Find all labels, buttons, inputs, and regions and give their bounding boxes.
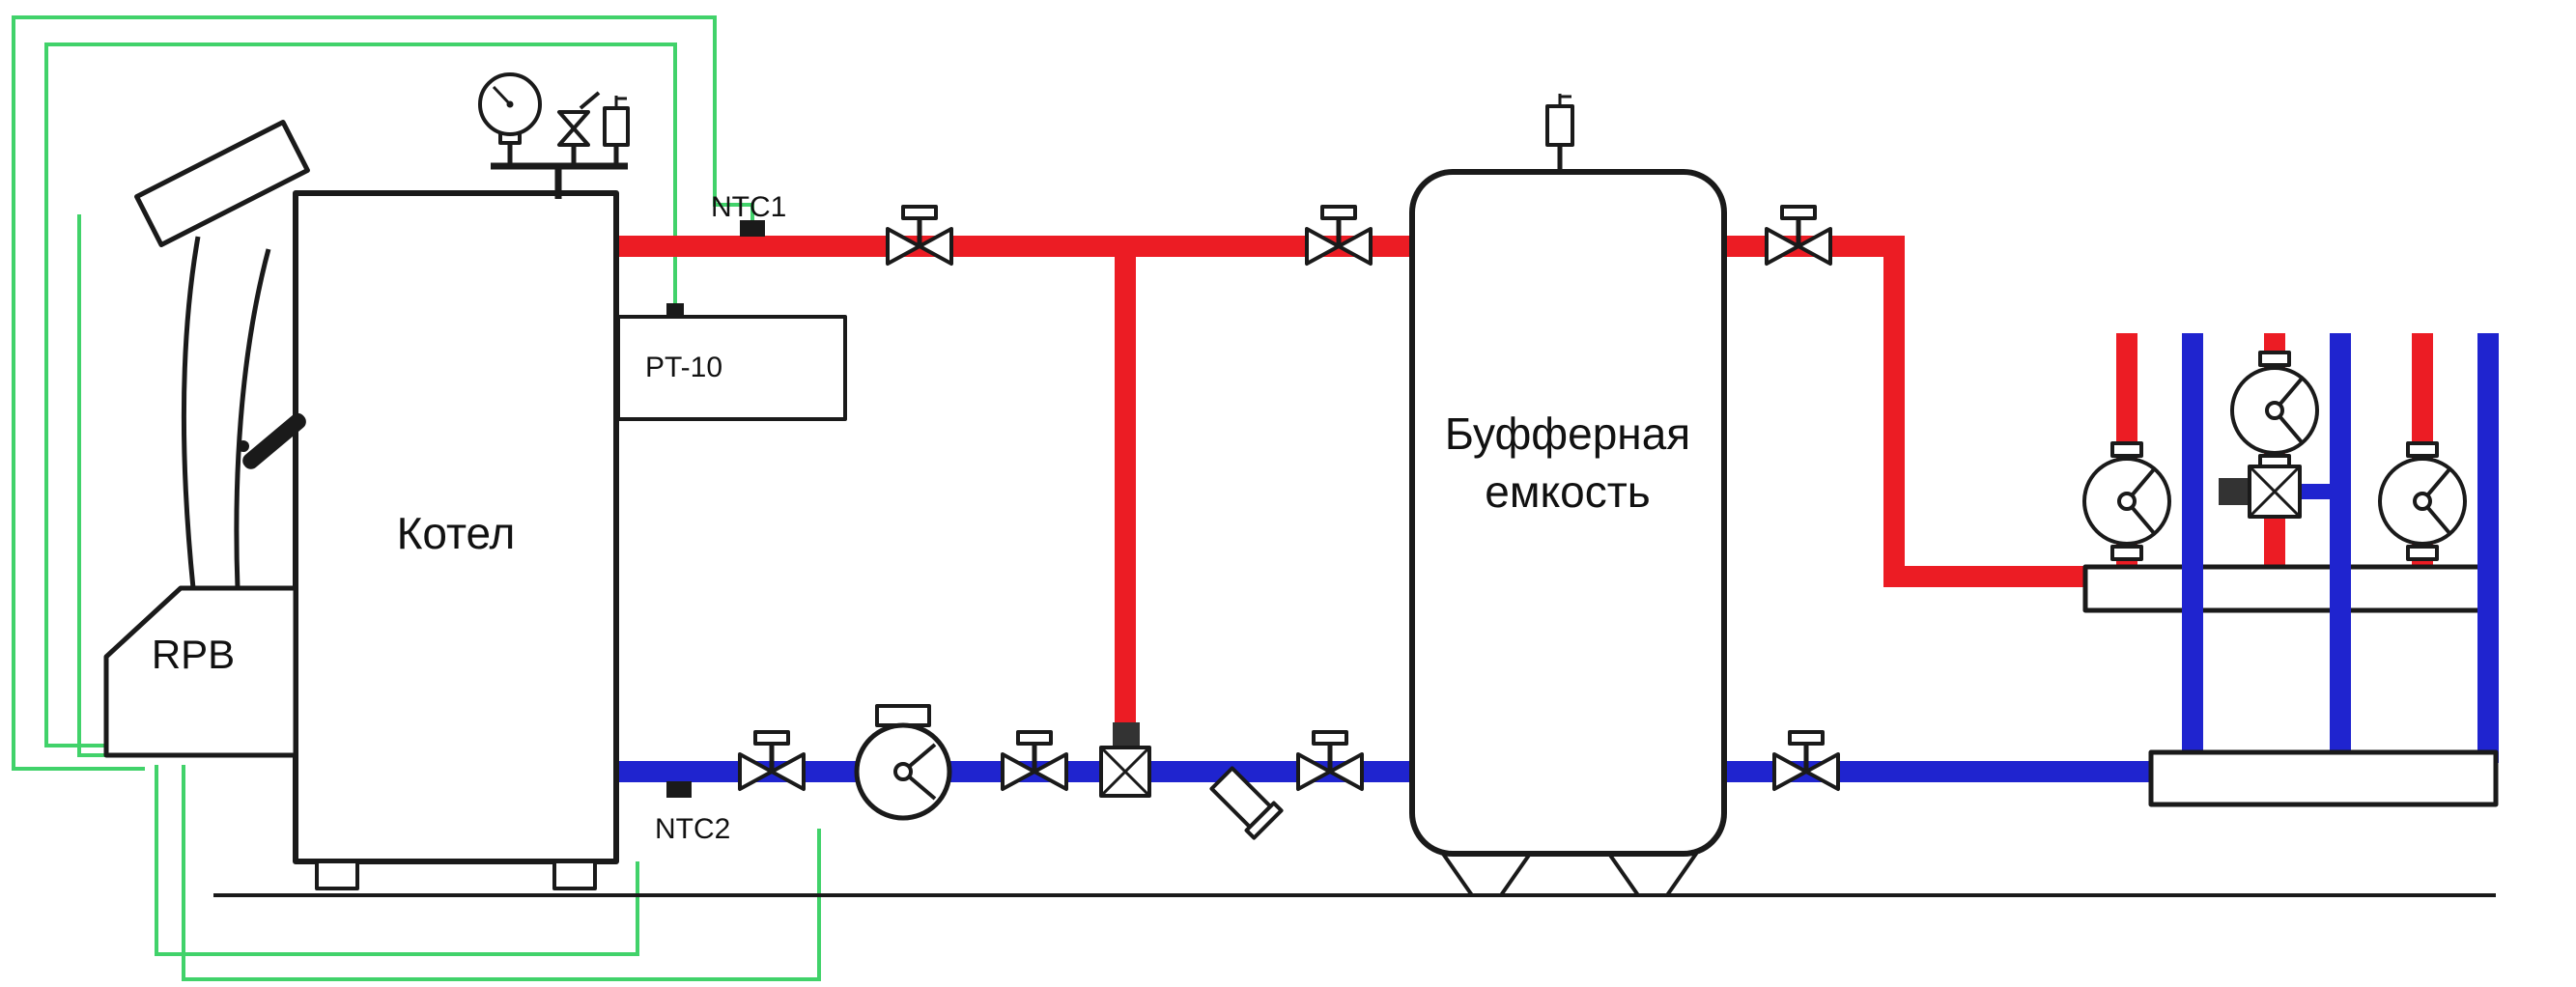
control-wires: [12, 15, 821, 981]
tank-air-vent-icon: [1545, 104, 1574, 147]
burner-rpb: RPB: [103, 585, 298, 758]
burner-body: [103, 585, 298, 758]
tank-leg-left: [1441, 852, 1532, 897]
safety-valve-body-upper: [557, 110, 590, 130]
circuit-mixing-valve: [2219, 465, 2302, 519]
pump-wire: [182, 765, 821, 981]
safety-valve-lever: [579, 91, 601, 110]
feed-tube-right-edge: [234, 248, 271, 589]
distribution-manifolds: [2082, 333, 2499, 807]
boiler-bottom-wire: [155, 765, 639, 956]
boiler-foot-right: [552, 860, 597, 890]
circuit-pump-2: [2230, 351, 2319, 470]
supply-to-manifold-pipe: [1717, 236, 2088, 587]
burner-label: RPB: [152, 632, 235, 677]
buffer-tank-label-line2: емкость: [1485, 466, 1650, 517]
return-line-fittings: [740, 704, 1838, 840]
mixing-valve-actuator: [2219, 478, 2248, 505]
mixing-valve-cross: [2248, 465, 2302, 519]
sensor-ntc1: NTC1: [711, 191, 786, 237]
sensor-ntc2: NTC2: [655, 781, 730, 845]
buffer-tank-body: [1409, 169, 1727, 857]
ntc2-sensor-icon: [666, 781, 692, 798]
buffer-tank: Буфферная емкость: [1409, 94, 1727, 897]
safety-valve-body-lower: [557, 127, 590, 147]
buffer-tank-label-line1: Буфферная: [1445, 409, 1690, 459]
ntc1-wire: [12, 15, 754, 771]
pump-hub: [893, 762, 913, 781]
feed-tube-cap: [134, 119, 310, 248]
boiler-safety-group: [478, 72, 630, 199]
boiler-label: Котел: [397, 508, 516, 558]
ntc1-label: NTC1: [711, 191, 786, 223]
three-way-mixing-valve: [1099, 722, 1151, 798]
circuit-pump-1: [2082, 441, 2171, 561]
circuit-pump-3: [2378, 441, 2467, 561]
ntc1-sensor-icon: [740, 220, 765, 237]
feed-tube-left-edge: [182, 236, 201, 589]
return-manifold: [2148, 749, 2499, 807]
pt10-label: PT-10: [645, 352, 722, 383]
circulation-pump: [854, 704, 952, 821]
ntc2-label: NTC2: [655, 813, 730, 845]
damper-lever: [242, 412, 306, 469]
damper-lever-pivot: [238, 440, 249, 452]
boiler-foot-left: [315, 860, 359, 890]
pt10-module: PT-10: [616, 303, 847, 421]
pt10-sensor-icon: [666, 303, 684, 318]
tank-leg-right: [1607, 852, 1698, 897]
boiler: Котел: [238, 190, 619, 890]
air-vent-icon: [603, 106, 630, 147]
gauge-hub: [506, 100, 514, 108]
gauge-needle: [492, 85, 512, 106]
strainer-cap: [1244, 801, 1284, 840]
supply-manifold: [2082, 564, 2499, 613]
three-way-valve-actuator: [1113, 722, 1140, 747]
boiler-body: [293, 190, 619, 864]
pt10-box: [616, 315, 847, 421]
y-strainer: [1209, 766, 1284, 840]
burner-feed-tube: [134, 119, 310, 589]
three-way-valve-cross: [1099, 746, 1151, 798]
pump-motor: [875, 704, 931, 727]
